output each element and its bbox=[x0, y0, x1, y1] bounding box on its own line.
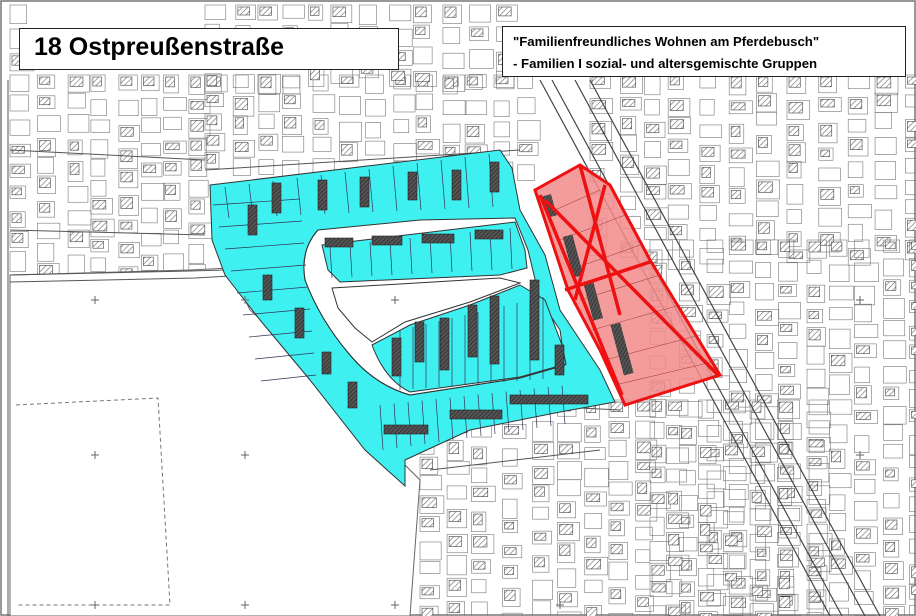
plus-marker-icon bbox=[91, 296, 864, 609]
field-edge bbox=[9, 269, 226, 276]
inner-ring-road bbox=[303, 229, 566, 396]
field-edge-2 bbox=[9, 275, 231, 283]
subtitle-line-1: "Familienfreundliches Wohnen am Pferdebu… bbox=[513, 34, 820, 49]
central-green bbox=[331, 277, 522, 343]
map-title-text: 18 Ostpreußenstraße bbox=[34, 33, 285, 61]
red-cross-lines bbox=[538, 164, 720, 396]
dashed-boundary bbox=[15, 397, 171, 606]
cyan-buildings bbox=[247, 161, 589, 435]
map-title: 18 Ostpreußenstraße bbox=[19, 28, 399, 70]
map-subtitle: "Familienfreundliches Wohnen am Pferdebu… bbox=[502, 26, 906, 77]
subtitle-line-2: - Familien I sozial- und altersgemischte… bbox=[513, 56, 818, 71]
